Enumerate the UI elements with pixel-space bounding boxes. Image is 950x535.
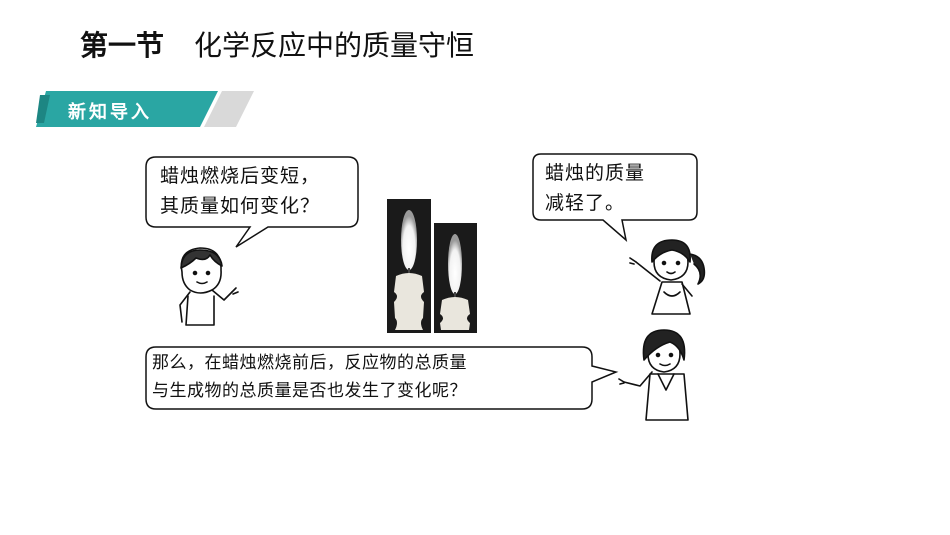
banner-shape <box>36 91 254 127</box>
candle-tall-photo <box>387 199 431 333</box>
teacher-speech-line-2: 与生成物的总质量是否也发生了变化呢？ <box>152 381 467 401</box>
banner-label: 新知导入 <box>68 102 152 123</box>
page-title: 第一节 化学反应中的质量守恒 <box>80 24 474 64</box>
boy-figure <box>179 247 239 326</box>
teacher-speech-line-1: 那么，在蜡烛燃烧前后，反应物的总质量 <box>152 353 467 373</box>
section-number: 第一节 <box>80 29 165 62</box>
section-title: 化学反应中的质量守恒 <box>194 29 475 62</box>
boy-speech-line-1: 蜡烛燃烧后变短， <box>160 165 321 187</box>
speech-bubble-teacher <box>145 346 619 410</box>
candle-short-photo <box>434 223 477 333</box>
teacher-speech-text: 那么，在蜡烛燃烧前后，反应物的总质量 与生成物的总质量是否也发生了变化呢？ <box>152 349 467 405</box>
teacher-figure <box>618 329 689 421</box>
girl-speech-text: 蜡烛的质量 减轻了。 <box>545 158 645 218</box>
boy-speech-text: 蜡烛燃烧后变短， 其质量如何变化？ <box>160 161 320 221</box>
girl-speech-line-1: 蜡烛的质量 <box>545 162 646 184</box>
speech-bubble-boy <box>145 156 359 248</box>
boy-speech-line-2: 其质量如何变化？ <box>160 195 321 217</box>
speech-bubble-girl <box>532 153 698 243</box>
girl-speech-line-2: 减轻了。 <box>545 192 626 214</box>
section-banner: 新知导入 <box>36 89 256 129</box>
girl-figure <box>629 239 706 315</box>
